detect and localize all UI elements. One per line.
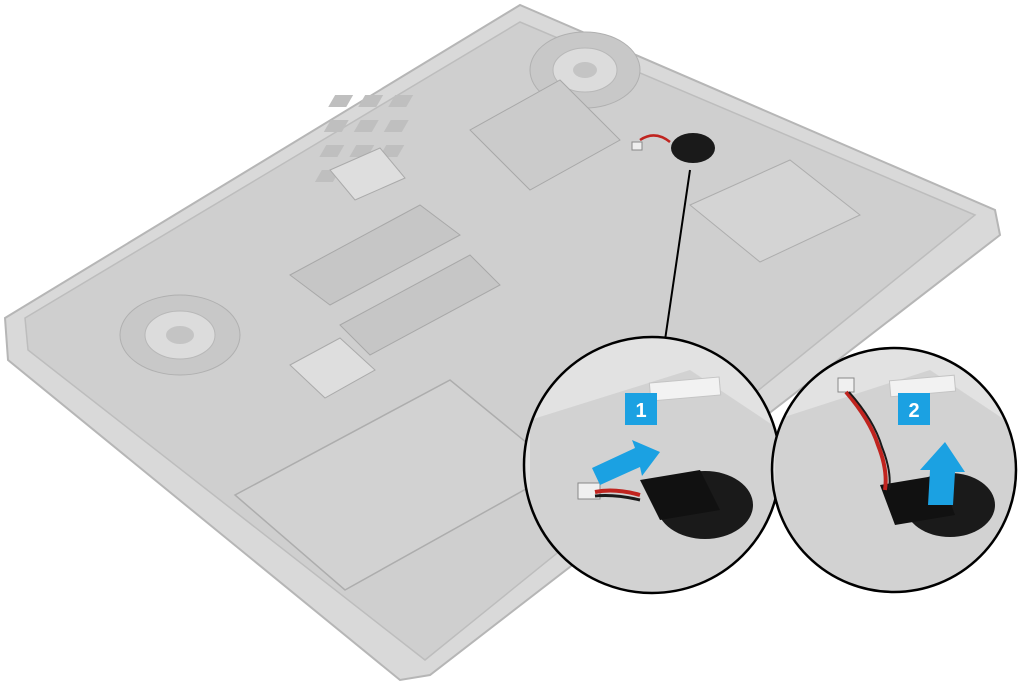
arrow-right-icon <box>592 440 660 485</box>
step-2-number: 2 <box>908 400 919 422</box>
left-fan <box>119 294 241 376</box>
memory-modules <box>289 79 621 356</box>
leader-line <box>664 169 691 341</box>
arrow-up-icon <box>920 442 965 505</box>
step-2-badge <box>898 393 930 425</box>
hard-drive-bay <box>233 159 861 591</box>
callout-step-1: 1 <box>522 335 782 595</box>
wlan-card <box>289 147 406 399</box>
step-1-number: 1 <box>635 400 646 422</box>
step-1-badge <box>625 393 657 425</box>
callout-step-2: 2 <box>770 346 1018 594</box>
coin-cell-battery <box>631 133 715 163</box>
